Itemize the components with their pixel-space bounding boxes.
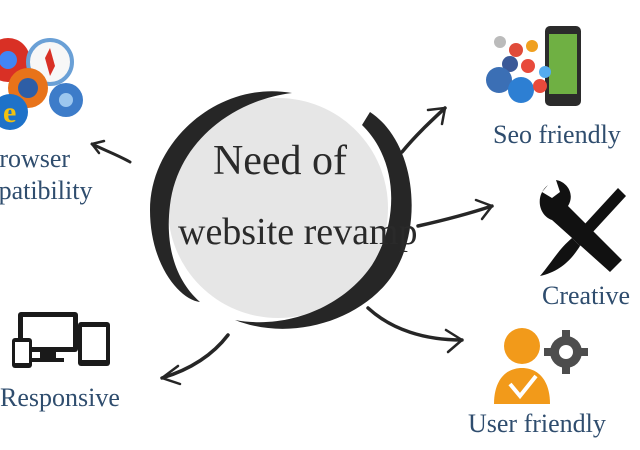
user-gear-icon [494, 328, 588, 404]
label-browser-line2: Compatibility [0, 176, 93, 205]
arrow-to-user [366, 306, 464, 354]
center-title-line2: website revamp [178, 211, 418, 253]
label-seo: Seo friendly [493, 120, 621, 149]
label-creative: Creative [542, 281, 631, 310]
browser-logos-icon: e [0, 38, 83, 130]
center-ring-right-arc [235, 112, 412, 329]
svg-text:e: e [3, 96, 16, 129]
arrow-to-browser [90, 139, 132, 164]
center-inner-circle [168, 98, 388, 318]
label-responsive: Responsive [0, 383, 120, 412]
wrench-brush-icon [539, 180, 626, 276]
arrow-to-creative [416, 198, 494, 228]
arrow-to-seo [400, 106, 447, 154]
social-media-phone-icon [486, 26, 581, 106]
arrows [90, 106, 494, 386]
center-ring-left-arc [150, 91, 292, 302]
center-title-line1: Need of [212, 138, 348, 184]
responsive-devices-icon [12, 312, 110, 368]
label-user: User friendly [468, 409, 606, 438]
center-circle [150, 91, 412, 329]
label-browser-line1: Browser [0, 144, 71, 173]
arrow-to-responsive [160, 333, 230, 386]
